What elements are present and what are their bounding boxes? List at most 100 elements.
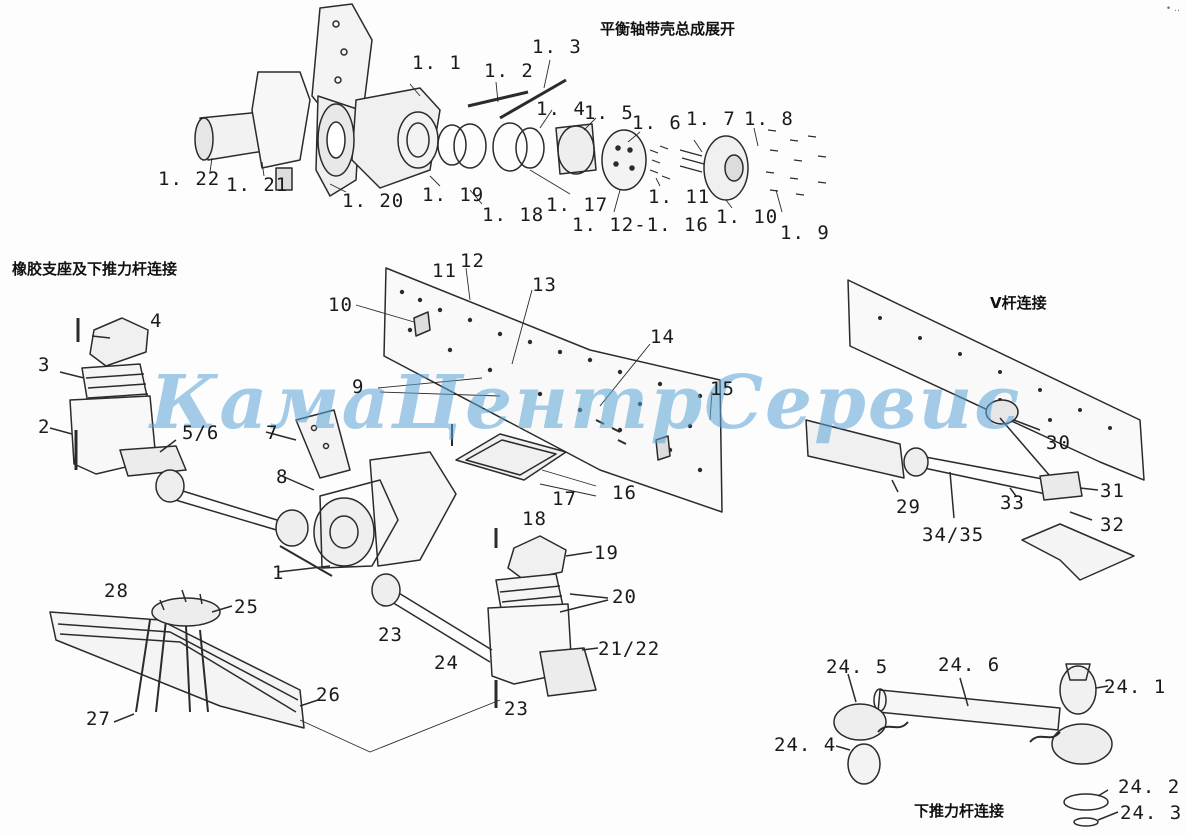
top-leader-lines — [209, 59, 783, 213]
frame-plate-group — [355, 267, 723, 513]
callout-32: 32 — [1100, 514, 1125, 536]
callout-24-4: 24. 4 — [774, 734, 837, 756]
callout-24-1: 24. 1 — [1104, 676, 1167, 698]
callout-23-lower: 23 — [504, 698, 529, 720]
callout-1-2: 1. 2 — [484, 60, 534, 82]
v-rod-group — [805, 279, 1145, 581]
part-24-3-circlip — [1073, 817, 1099, 827]
callout-1-18: 1. 18 — [482, 204, 545, 226]
callout-24: 24 — [434, 652, 459, 674]
callout-1-5: 1. 5 — [584, 102, 634, 124]
part-24-6-rod-tube — [877, 689, 1061, 731]
callout-31: 31 — [1100, 480, 1125, 502]
callout-1: 1 — [272, 562, 285, 584]
callout-1-8: 1. 8 — [744, 108, 794, 130]
callout-24-6: 24. 6 — [938, 654, 1001, 676]
part-frame-rail — [847, 279, 1145, 481]
callout-1-1: 1. 1 — [412, 52, 462, 74]
callout-33: 33 — [1000, 492, 1025, 514]
callout-1-9: 1. 9 — [780, 222, 830, 244]
callout-19: 19 — [594, 542, 619, 564]
callout-1-11: 1. 11 — [648, 186, 711, 208]
part-1-21-bracket — [251, 71, 311, 169]
watermark-text: КамаЦентрСервис — [150, 360, 1022, 446]
part-33-v-rod — [919, 417, 1051, 495]
leaf-spring-group — [49, 589, 501, 753]
part-24-5-bushing — [833, 703, 887, 741]
callout-1-4: 1. 4 — [536, 98, 586, 120]
callout-34-35: 34/35 — [922, 524, 985, 546]
callout-26: 26 — [316, 684, 341, 706]
part-31-mount — [1039, 471, 1083, 501]
part-1-11-studs — [649, 145, 705, 180]
part-frame-plate — [383, 267, 723, 513]
callout-1-6: 1. 6 — [632, 112, 682, 134]
part-7-frame-bracket — [295, 409, 351, 479]
part-1-19-ring — [397, 111, 439, 169]
part-15-clip — [655, 435, 671, 461]
callout-14: 14 — [650, 326, 675, 348]
callout-9: 9 — [352, 376, 365, 398]
part-1-rod — [279, 545, 333, 577]
callout-15: 15 — [710, 378, 735, 400]
part-4-top-cap — [89, 317, 149, 367]
callout-24-3: 24. 3 — [1120, 802, 1183, 824]
part-1-3-long-bolt — [499, 78, 567, 120]
part-32-bracket — [1021, 523, 1135, 581]
callout-3: 3 — [38, 354, 51, 376]
part-1-22-shaft-end — [194, 117, 214, 161]
part-1-18-ring — [437, 124, 467, 166]
part-30-ball-joint — [985, 399, 1019, 425]
part-1-5-bearing — [555, 123, 597, 175]
part-14-bolts — [451, 419, 627, 446]
part-17-cross-bracket — [369, 451, 457, 567]
corner-mark: • ‥ — [1165, 4, 1180, 14]
callout-1-20: 1. 20 — [342, 190, 405, 212]
callout-25: 25 — [234, 596, 259, 618]
part-24-4-pin — [847, 743, 881, 785]
callout-4: 4 — [150, 310, 163, 332]
central-bracket-group — [265, 409, 457, 577]
balance-shaft-housing-group — [194, 3, 827, 213]
callout-17: 17 — [552, 488, 577, 510]
callout-24-5: 24. 5 — [826, 656, 889, 678]
callout-12: 12 — [460, 250, 485, 272]
callout-8: 8 — [276, 466, 289, 488]
part-1-9-bolts — [765, 129, 827, 196]
callout-23-upper: 23 — [378, 624, 403, 646]
callout-1-21: 1. 21 — [226, 174, 289, 196]
part-10-clip — [413, 311, 431, 337]
part-29-bracket — [805, 419, 905, 479]
part-1-6-hub — [601, 129, 647, 191]
callout-10: 10 — [328, 294, 353, 316]
callout-1-22: 1. 22 — [158, 168, 221, 190]
callout-1-7: 1. 7 — [686, 108, 736, 130]
part-24-1-ball-stud — [1059, 665, 1097, 715]
part-1-21-block — [275, 167, 293, 191]
callout-20: 20 — [612, 586, 637, 608]
dashed-reference-line — [299, 699, 501, 753]
callout-11: 11 — [432, 260, 457, 282]
title-v-rod: V杆连接 — [990, 294, 1047, 312]
title-rubber-mount: 橡胶支座及下推力杆连接 — [12, 260, 178, 278]
title-balance-shaft: 平衡轴带壳总成展开 — [600, 20, 736, 38]
callout-7: 7 — [266, 422, 279, 444]
callout-16: 16 — [612, 482, 637, 504]
part-19-top-cap — [507, 535, 567, 581]
callout-27: 27 — [86, 708, 111, 730]
lower-rod-detail-group — [833, 663, 1119, 827]
callout-24-2: 24. 2 — [1118, 776, 1181, 798]
callout-1-19: 1. 19 — [422, 184, 485, 206]
part-16-cover-plate — [455, 433, 567, 481]
rubber-support-right-group — [371, 528, 609, 708]
part-25-spring-seat — [151, 597, 221, 627]
callout-18: 18 — [522, 508, 547, 530]
callout-5-6: 5/6 — [182, 422, 220, 444]
callout-1-12-1-16: 1. 12-1. 16 — [572, 214, 709, 236]
part-24-rod-center — [381, 583, 493, 663]
callout-1-17: 1. 17 — [546, 194, 609, 216]
callout-2: 2 — [38, 416, 51, 438]
callout-1-10: 1. 10 — [716, 206, 779, 228]
callout-28: 28 — [104, 580, 129, 602]
